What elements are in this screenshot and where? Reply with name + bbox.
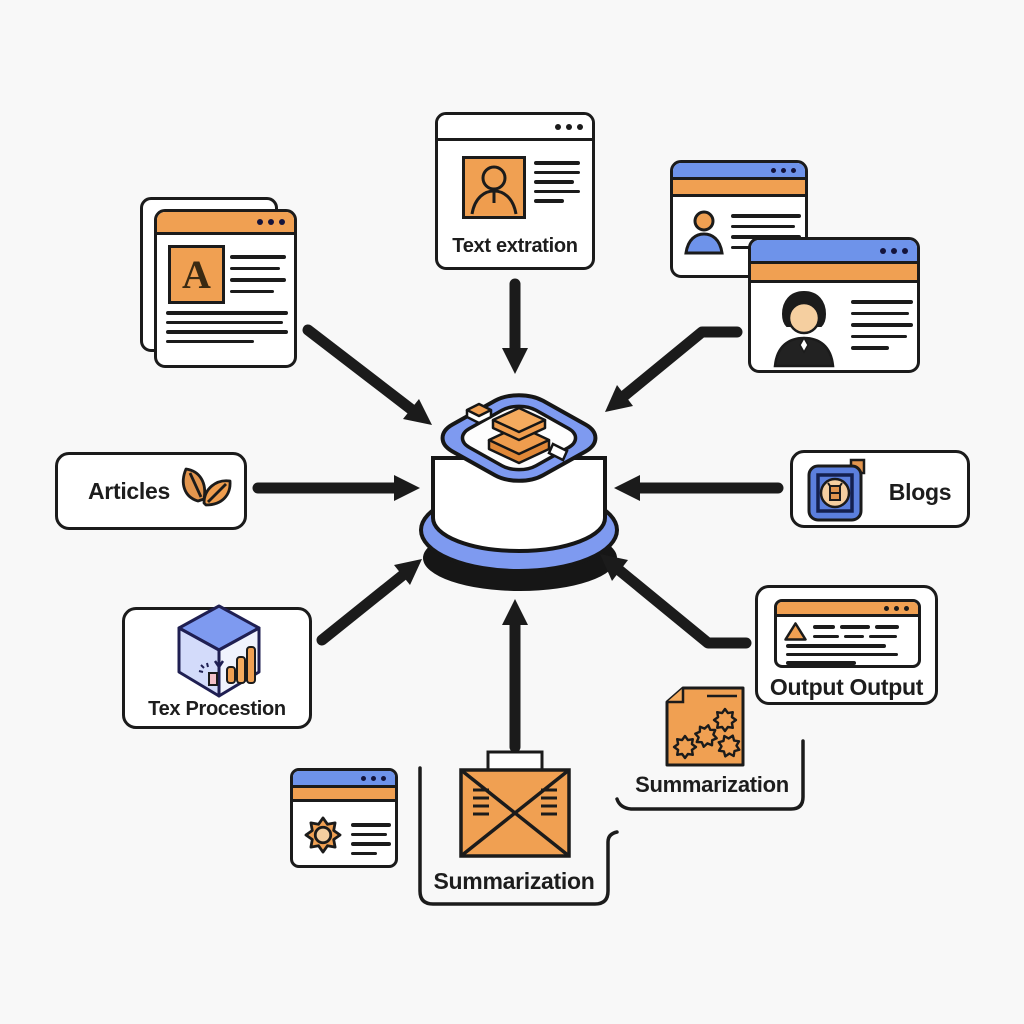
dash-lines [813, 625, 899, 638]
user-icon [683, 209, 725, 255]
window-dots [771, 167, 776, 173]
letter-a-icon: A [168, 245, 225, 304]
text-lines [351, 823, 391, 855]
text-lines [786, 644, 898, 665]
window-dots [361, 775, 366, 781]
node-label: Blogs [888, 479, 952, 505]
window-titlebar [751, 240, 917, 264]
hub-body [431, 456, 607, 553]
hub-side-tab [465, 402, 493, 425]
window-titlebar [438, 115, 592, 141]
text-lines [534, 161, 580, 203]
arrow-procession-to-hub [316, 569, 409, 646]
cube-chart-icon [171, 603, 267, 701]
letter-a: A [182, 252, 211, 297]
text-procession-box: Tex Procestion [122, 604, 312, 729]
window-subbar [751, 264, 917, 283]
settings-browser-window [290, 768, 398, 868]
window-titlebar [777, 602, 918, 617]
article-window: A [154, 209, 297, 368]
avatar-icon [767, 290, 841, 368]
window-titlebar [157, 212, 294, 235]
window-subbar [293, 788, 395, 802]
window-subbar [673, 180, 805, 197]
warning-triangle-icon [784, 622, 807, 641]
text-lines [851, 300, 913, 350]
text-lines [230, 255, 286, 293]
central-processing-hub [405, 370, 635, 610]
leaves-icon [176, 463, 238, 521]
output-box: Output Output [755, 585, 938, 705]
package-box-icon [487, 406, 551, 465]
text-lines [166, 311, 288, 343]
node-label: Articles [88, 477, 170, 504]
window-dots [555, 123, 561, 130]
window-dots [257, 219, 263, 225]
window-titlebar [293, 771, 395, 788]
arrow-profiles-to-hub [618, 326, 743, 402]
profile-window-back [670, 160, 808, 278]
blog-app-icon [803, 458, 873, 528]
gears-folder-icon [663, 686, 747, 769]
envelope-icon [453, 750, 577, 860]
node-label: Text extration [452, 235, 578, 257]
person-photo-icon [462, 156, 526, 219]
hub-notch [547, 442, 569, 462]
node-label: Tex Procestion [148, 698, 286, 720]
articles-box: Articles [55, 452, 247, 530]
window-titlebar [673, 163, 805, 180]
gear-icon [299, 811, 347, 859]
node-label: Summarization [433, 868, 595, 894]
profile-window-front [748, 237, 920, 373]
arrow-article-to-hub [302, 324, 422, 419]
node-label: Output Output [769, 674, 924, 700]
window-dots [880, 247, 886, 254]
node-label: Summarization [635, 772, 789, 797]
arrow-output-to-hub [613, 564, 752, 649]
text-extraction-window: Text extration [435, 112, 595, 270]
mini-browser-window [774, 599, 921, 668]
window-dots [884, 605, 889, 611]
blogs-box: Blogs [790, 450, 970, 528]
